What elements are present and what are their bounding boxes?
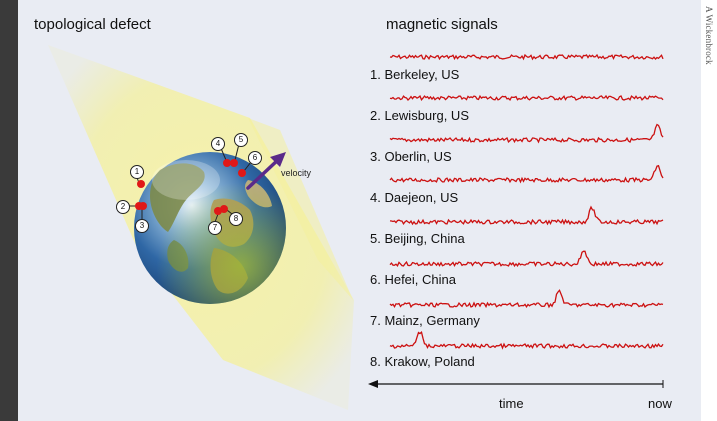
station-marker-8: 8	[229, 212, 243, 226]
station-dot-4	[223, 159, 231, 167]
signal-traces	[389, 53, 664, 350]
signal-trace-1	[389, 94, 664, 102]
station-label-8: 8. Krakow, Poland	[370, 354, 475, 369]
signal-trace-6	[389, 289, 664, 309]
time-axis-end-label: now	[648, 396, 672, 411]
station-label-6: 6. Hefei, China	[370, 272, 456, 287]
station-dot-1	[137, 180, 145, 188]
station-marker-2: 2	[116, 200, 130, 214]
station-marker-6: 6	[248, 151, 262, 165]
credit-strip: A Wickenbrock	[701, 0, 717, 421]
station-dot-3	[139, 202, 147, 210]
station-label-7: 7. Mainz, Germany	[370, 313, 480, 328]
figure-panel: topological defect magnetic signals velo…	[18, 0, 701, 421]
signal-trace-0	[389, 53, 664, 61]
station-dot-8	[220, 205, 228, 213]
station-dot-6	[238, 169, 246, 177]
signal-trace-2	[389, 123, 664, 144]
title-magnetic-signals: magnetic signals	[386, 16, 498, 33]
station-dot-5	[230, 159, 238, 167]
station-pins	[126, 143, 252, 223]
signal-trace-7	[389, 331, 664, 350]
signal-trace-3	[389, 164, 664, 184]
velocity-arrow	[246, 152, 286, 190]
signal-trace-4	[389, 205, 664, 226]
velocity-label: velocity	[281, 168, 312, 178]
station-label-1: 1. Berkeley, US	[370, 67, 460, 82]
station-marker-1: 1	[130, 165, 144, 179]
station-marker-5: 5	[234, 133, 248, 147]
signal-trace-5	[389, 250, 664, 268]
station-marker-3: 3	[135, 219, 149, 233]
left-edge-strip	[0, 0, 18, 421]
image-credit: A Wickenbrock	[704, 6, 714, 65]
station-label-2: 2. Lewisburg, US	[370, 108, 469, 123]
time-axis-label: time	[499, 396, 524, 411]
time-axis	[368, 380, 664, 388]
station-label-5: 5. Beijing, China	[370, 231, 465, 246]
station-marker-7: 7	[208, 221, 222, 235]
station-marker-4: 4	[211, 137, 225, 151]
station-label-4: 4. Daejeon, US	[370, 190, 459, 205]
station-label-3: 3. Oberlin, US	[370, 149, 452, 164]
title-topological-defect: topological defect	[34, 16, 151, 33]
